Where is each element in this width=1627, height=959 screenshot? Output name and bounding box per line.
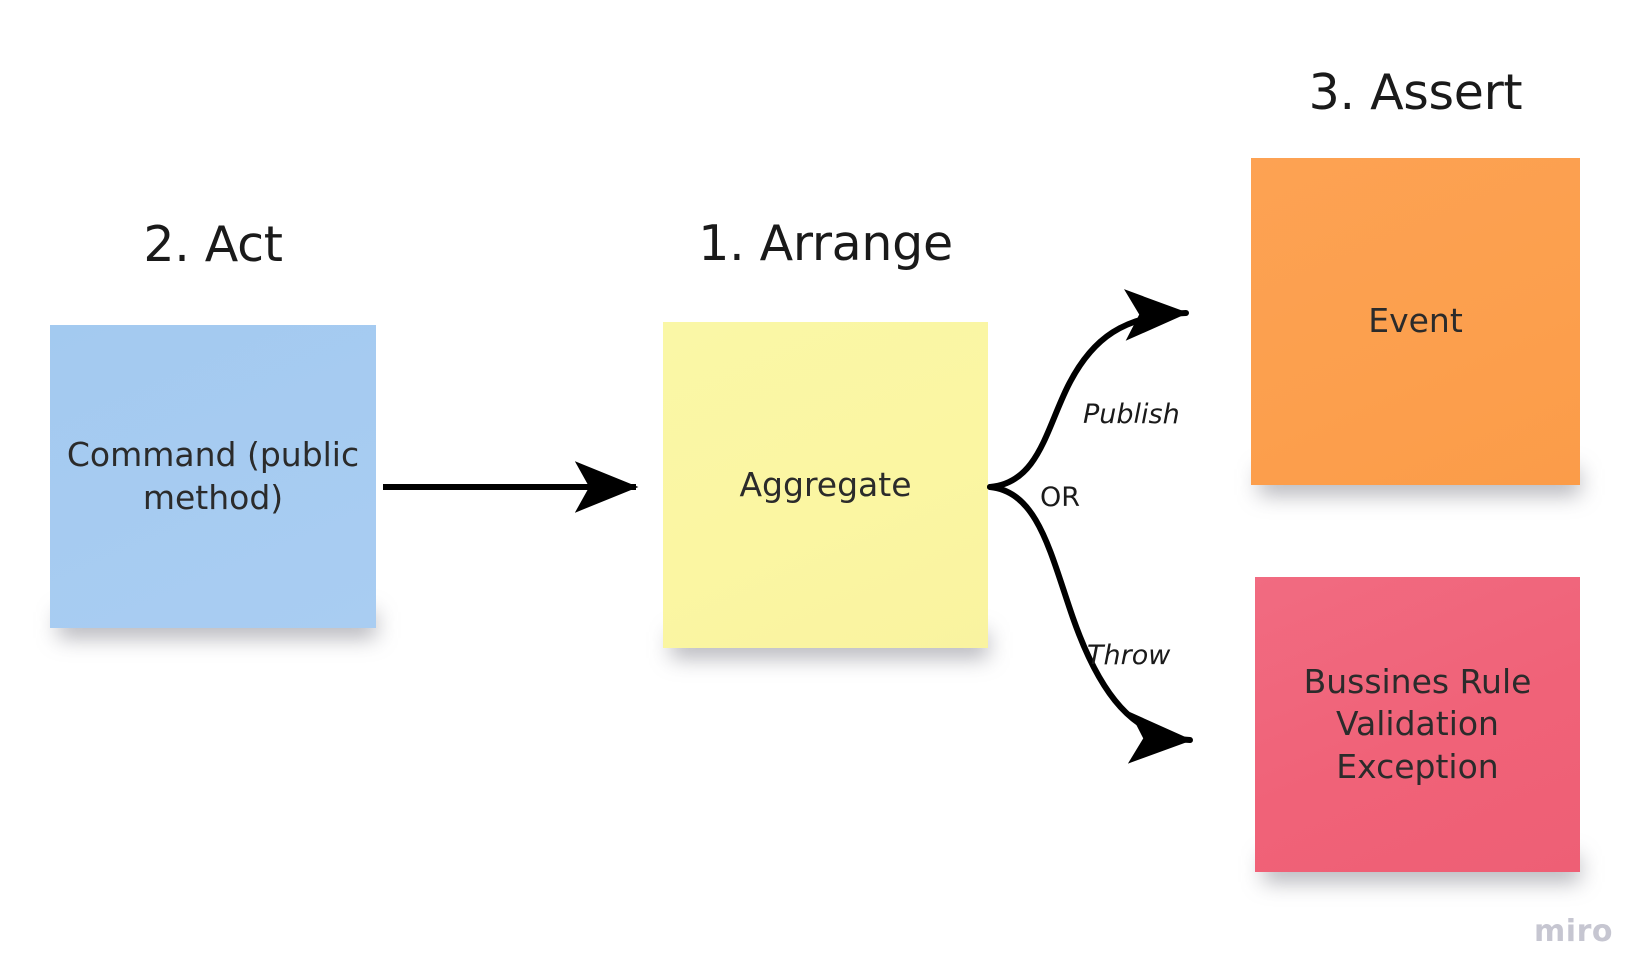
- sticky-note-event-text: Event: [1368, 301, 1463, 341]
- section-title-act: 2. Act: [143, 216, 283, 273]
- sticky-note-command[interactable]: Command (public method): [50, 325, 376, 628]
- sticky-note-exception-text: Bussines Rule Validation Exception: [1303, 662, 1532, 786]
- edge-label-or: OR: [1040, 482, 1081, 513]
- edge-label-publish: Publish: [1083, 399, 1180, 430]
- sticky-note-command-text: Command (public method): [66, 435, 360, 517]
- edge-label-throw: Throw: [1087, 640, 1171, 671]
- connector-aggregate-to-exception[interactable]: [987, 484, 1193, 764]
- sticky-note-aggregate-text: Aggregate: [739, 464, 912, 504]
- arrow-aggregate-to-exception: [987, 484, 1193, 764]
- section-title-arrange: 1. Arrange: [698, 215, 953, 272]
- miro-watermark: miro: [1534, 914, 1613, 949]
- section-title-assert: 3. Assert: [1308, 64, 1523, 121]
- sticky-note-aggregate[interactable]: Aggregate: [663, 322, 988, 648]
- sticky-note-event[interactable]: Event: [1251, 158, 1580, 485]
- sticky-note-exception[interactable]: Bussines Rule Validation Exception: [1255, 577, 1580, 872]
